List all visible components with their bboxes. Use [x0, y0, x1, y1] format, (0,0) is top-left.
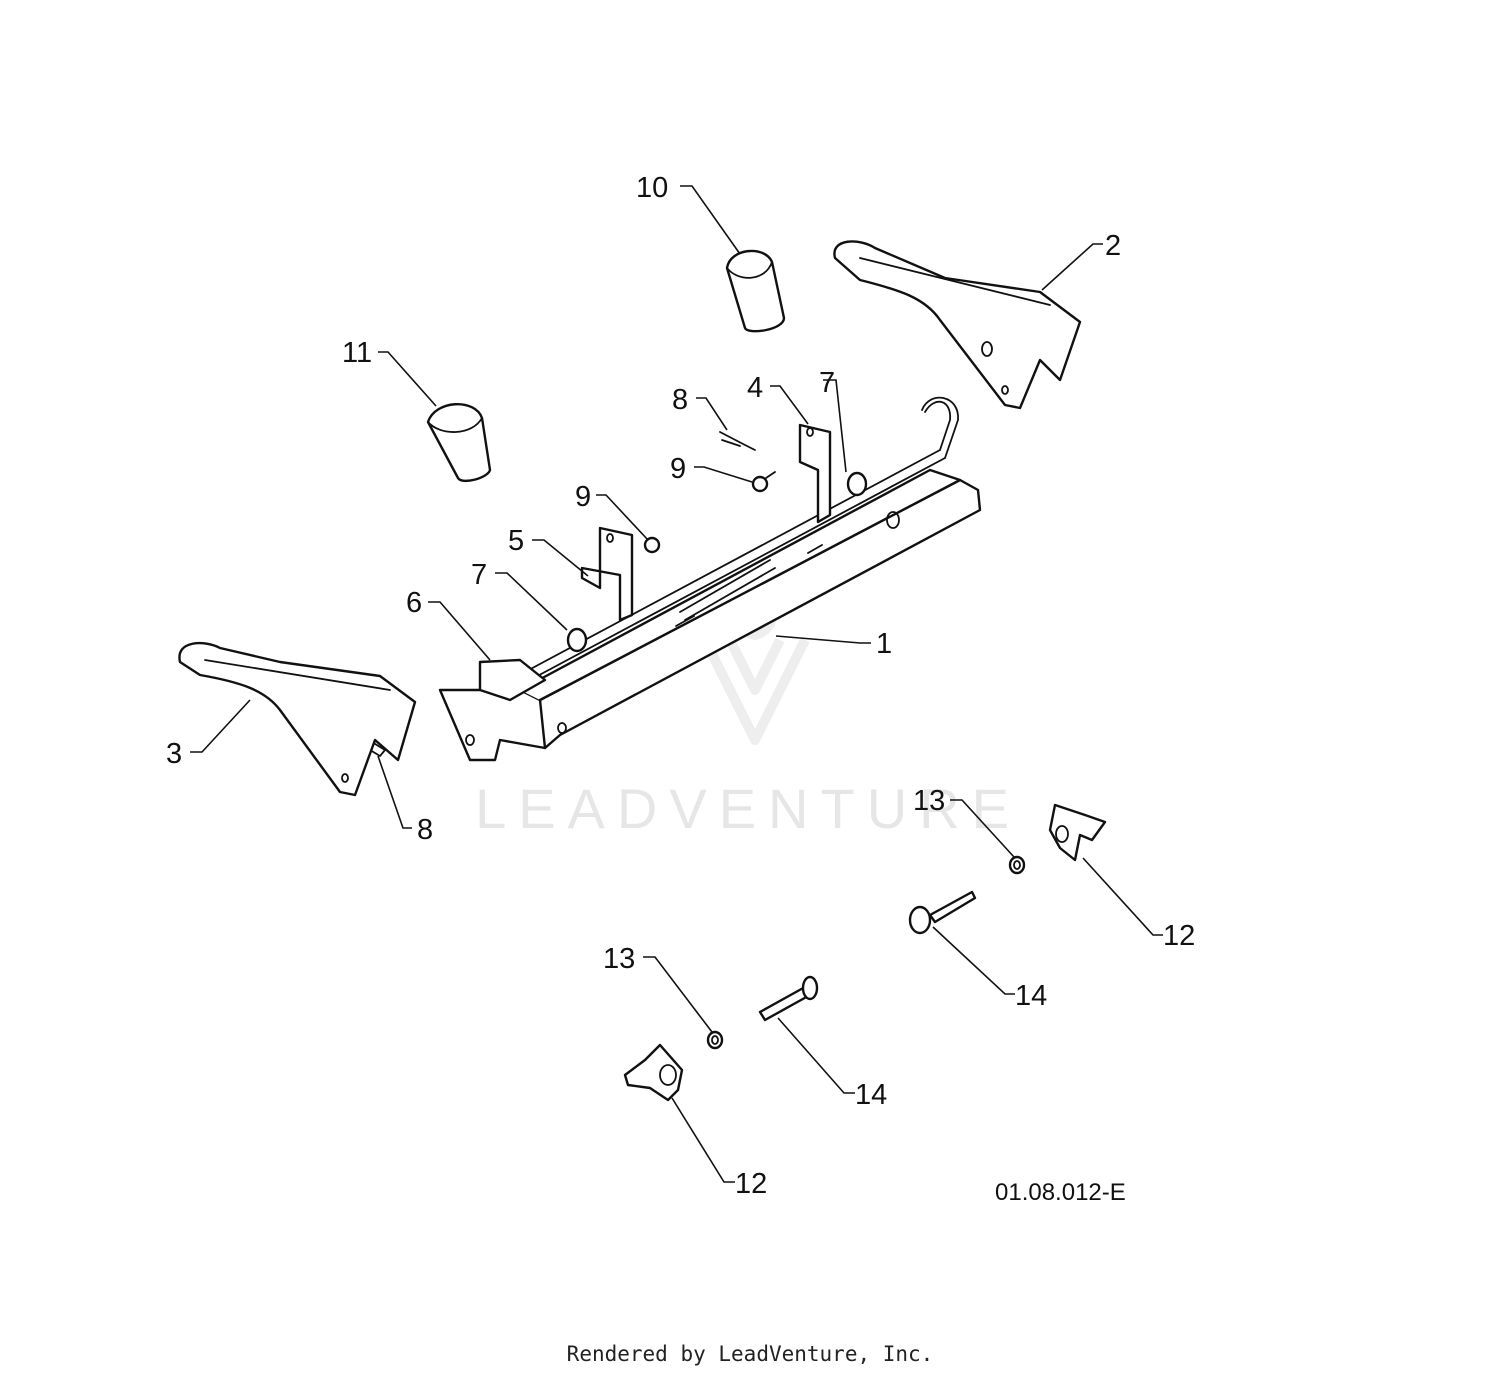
callout-12-upper: 12	[1163, 920, 1195, 952]
callout-6: 6	[406, 587, 422, 619]
callout-5: 5	[508, 525, 524, 557]
callout-14-lower: 14	[855, 1079, 887, 1111]
callout-7-upper: 7	[819, 367, 835, 399]
part-4-bracket	[798, 423, 832, 524]
part-3-lever-handle	[178, 641, 417, 797]
part-7-bushing-b	[846, 471, 868, 497]
callout-14-upper: 14	[1015, 980, 1047, 1012]
part-5-bracket	[580, 526, 634, 622]
callout-13-lower: 13	[603, 943, 635, 975]
callout-1: 1	[876, 628, 892, 660]
callout-10: 10	[636, 172, 668, 204]
callout-9-upper: 9	[670, 453, 686, 485]
callout-13-upper: 13	[913, 785, 945, 817]
part-7-bushing-a	[566, 627, 588, 653]
callout-12-lower: 12	[735, 1168, 767, 1200]
part-6-pivot	[478, 658, 547, 702]
callout-8-upper: 8	[672, 384, 688, 416]
part-13-nut-b	[706, 1030, 724, 1050]
part-14-bolt-a	[908, 890, 977, 935]
part-10-knob	[725, 249, 786, 333]
part-11-knob	[426, 403, 492, 483]
part-13-nut-a	[1008, 855, 1026, 875]
part-9-bolt-a	[751, 471, 776, 493]
leader-lines	[190, 185, 1163, 1183]
part-14-bolt-b	[758, 975, 819, 1022]
callout-4: 4	[747, 372, 763, 404]
callout-2: 2	[1105, 230, 1121, 262]
part-9-bolt-b	[643, 536, 661, 554]
drawing-id: 01.08.012-E	[995, 1179, 1126, 1206]
part-8-clip-a	[719, 431, 756, 451]
watermark-text: LEADVENTURE	[475, 777, 1021, 840]
callout-9-lower: 9	[575, 481, 591, 513]
part-1-frame	[438, 468, 982, 762]
part-12-knob-b	[623, 1043, 684, 1102]
footer-credit: Rendered by LeadVenture, Inc.	[566, 1342, 934, 1366]
callout-11: 11	[342, 337, 372, 369]
part-12-knob-a	[1048, 803, 1107, 862]
callout-3: 3	[166, 738, 182, 770]
callout-7-lower: 7	[471, 559, 487, 591]
part-2-lever-handle	[833, 240, 1082, 410]
callout-8-lower: 8	[417, 814, 433, 846]
